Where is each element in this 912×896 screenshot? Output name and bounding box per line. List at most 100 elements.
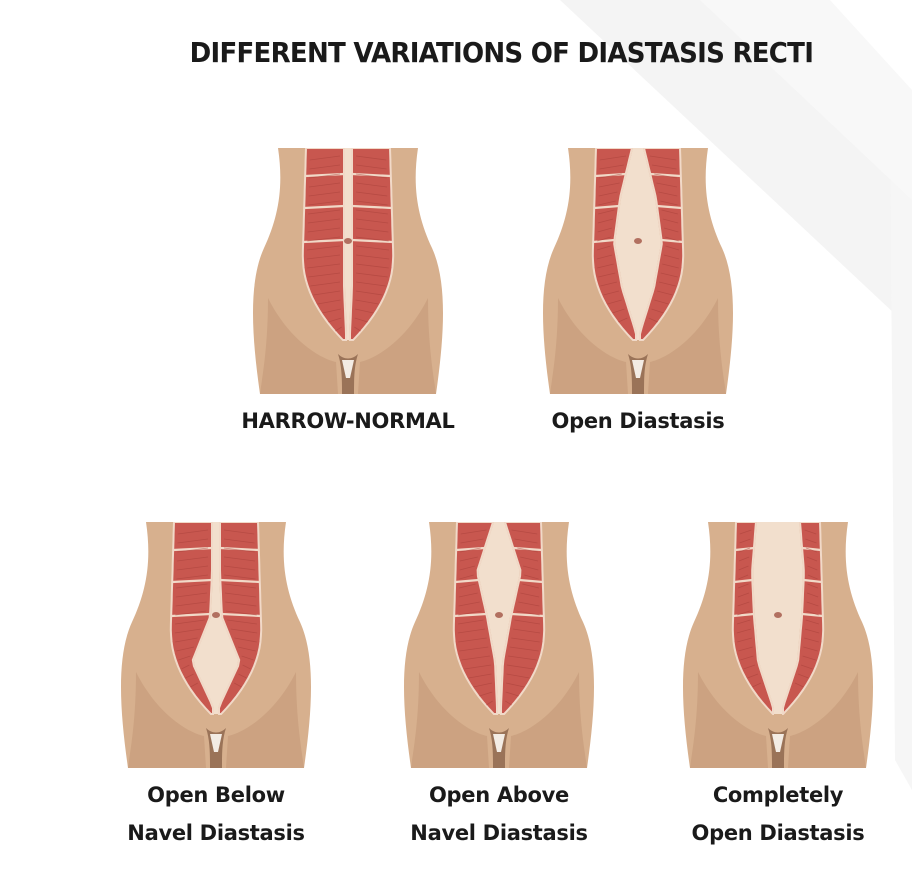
navel — [344, 238, 352, 244]
muscle-fiber — [355, 191, 388, 197]
muscle-fiber — [223, 529, 255, 535]
navel — [212, 612, 220, 618]
muscle-fiber — [737, 592, 750, 598]
rectus-muscle-right — [639, 148, 685, 341]
muscle-fiber — [743, 664, 756, 670]
muscle-fiber — [473, 682, 493, 688]
tendinous-intersection — [511, 612, 544, 618]
muscle-fiber — [739, 538, 751, 544]
muscle-fiber — [598, 182, 620, 188]
undergarment — [210, 734, 222, 752]
muscle-fiber — [175, 619, 205, 625]
muscle-fiber — [598, 272, 616, 278]
muscle-fiber — [600, 281, 618, 287]
muscle-fiber — [355, 218, 389, 224]
undergarment — [342, 360, 354, 378]
muscle-fiber — [355, 155, 387, 161]
muscle-fiber — [505, 691, 519, 697]
muscle-fiber — [335, 326, 342, 332]
muscle-fiber — [355, 263, 389, 269]
muscle-fiber — [794, 682, 804, 688]
muscle-fiber — [177, 529, 209, 535]
muscle-fiber — [176, 565, 209, 571]
muscle-fiber — [230, 628, 258, 634]
muscle-fiber — [506, 664, 534, 670]
muscle-fiber — [520, 556, 539, 562]
muscle-fiber — [175, 610, 207, 616]
muscle-fiber — [223, 538, 255, 544]
tendinous-intersection — [593, 238, 615, 244]
muscle-fiber — [737, 610, 750, 616]
navel — [634, 238, 642, 244]
torso-illustration — [683, 522, 873, 768]
tendinous-intersection — [351, 204, 392, 210]
muscle-fiber — [509, 646, 539, 652]
muscle-fiber — [597, 218, 614, 224]
muscle-fiber — [660, 272, 678, 278]
muscle-fiber — [656, 182, 678, 188]
muscle-fiber — [736, 619, 751, 625]
undergarment — [632, 360, 644, 378]
muscle-fiber — [663, 227, 679, 233]
muscle-fiber — [460, 538, 484, 544]
muscle-fiber — [224, 574, 256, 580]
tendinous-intersection — [803, 578, 822, 584]
muscle-fiber — [355, 245, 389, 251]
muscle-fiber — [317, 299, 341, 305]
muscle-fiber — [178, 655, 191, 661]
hip-shading — [690, 672, 866, 768]
rectus-muscle-right — [782, 522, 825, 715]
rectus-muscle-left — [169, 522, 214, 715]
muscle-fiber — [328, 317, 342, 323]
muscle-fiber — [516, 610, 540, 616]
muscle-fiber — [736, 628, 752, 634]
muscle-fiber — [597, 236, 611, 242]
muscle-fiber — [737, 637, 752, 643]
panel-label-open-below: Open Below Navel Diastasis — [127, 783, 305, 845]
muscle-fiber — [807, 574, 818, 580]
muscle-fiber — [177, 538, 209, 544]
muscle-fiber — [522, 583, 539, 589]
muscle-fiber — [237, 646, 256, 652]
muscle-fiber — [517, 547, 538, 553]
muscle-fiber — [740, 655, 754, 661]
muscle-fiber — [599, 173, 622, 179]
tendinous-intersection — [734, 578, 753, 584]
muscle-fiber — [458, 610, 482, 616]
muscle-fiber — [797, 673, 809, 679]
muscle-fiber — [176, 646, 195, 652]
muscle-fiber — [355, 299, 379, 305]
muscle-fiber — [599, 164, 624, 170]
muscle-fiber — [355, 254, 390, 260]
torso-figure-open-above — [389, 522, 609, 768]
muscle-fiber — [738, 574, 749, 580]
muscle-fiber — [663, 254, 680, 260]
muscle-fiber — [175, 601, 207, 607]
muscle-fiber — [662, 263, 679, 269]
muscle-fiber — [518, 601, 540, 607]
muscle-fiber — [806, 601, 819, 607]
muscle-fiber — [603, 290, 620, 296]
muscle-fiber — [514, 538, 538, 544]
muscle-fiber — [459, 556, 478, 562]
hip-shading — [411, 672, 587, 768]
tendinous-intersection — [172, 578, 212, 584]
muscle-fiber — [355, 164, 387, 170]
muscle-fiber — [598, 191, 618, 197]
muscle-fiber — [737, 583, 749, 589]
muscle-fiber — [176, 583, 208, 589]
muscle-fiber — [651, 308, 664, 314]
muscle-fiber — [355, 182, 388, 188]
torso-figure-normal — [238, 148, 458, 394]
muscle-fiber — [242, 664, 251, 670]
muscle-fiber — [607, 299, 622, 305]
muscle-fiber — [355, 200, 388, 206]
muscle-fiber — [739, 547, 751, 553]
muscle-fiber — [223, 547, 255, 553]
muscle-fiber — [461, 655, 490, 661]
muscle-fiber — [308, 209, 341, 215]
muscle-fiber — [181, 664, 190, 670]
muscle-fiber — [355, 227, 389, 233]
muscle-fiber — [649, 155, 677, 161]
muscle-fiber — [805, 538, 817, 544]
